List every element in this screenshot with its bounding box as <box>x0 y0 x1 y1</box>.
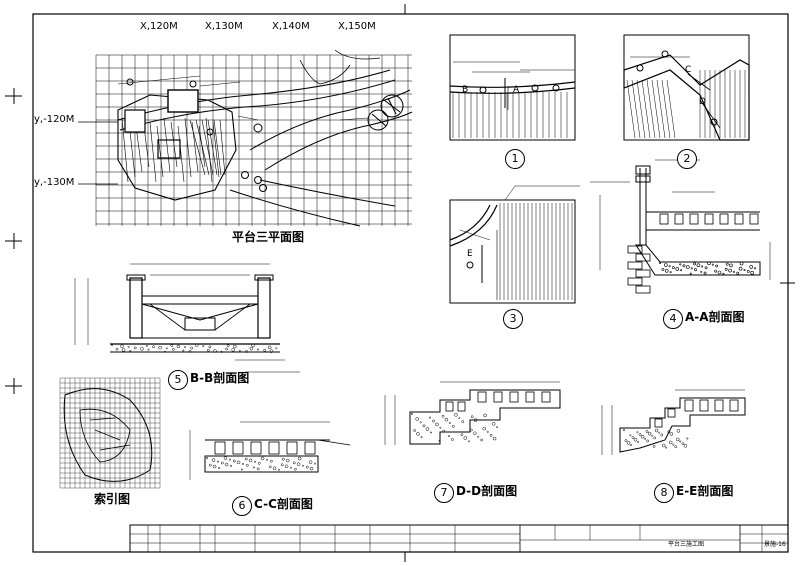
detail-6-section <box>189 371 351 480</box>
detail-title: D-D剖面图 <box>456 484 518 498</box>
section-mark-a: A <box>513 85 520 95</box>
detail-number: 6 <box>232 496 252 516</box>
detail-title: A-A剖面图 <box>685 310 745 324</box>
grid-x-label: X,120M <box>140 21 178 32</box>
section-mark-c: C <box>685 65 692 75</box>
detail-7-section <box>384 381 561 445</box>
grid-x-label: X,130M <box>205 21 243 32</box>
detail-number: 4 <box>663 309 683 329</box>
section-mark-b: B <box>462 85 469 95</box>
detail-title: C-C剖面图 <box>254 497 313 511</box>
index-map <box>59 377 161 489</box>
plan-title: 平台三平面图 <box>232 230 305 244</box>
detail-title: B-B剖面图 <box>190 371 250 385</box>
title-block-sheet-no: 景施-16 <box>764 541 786 548</box>
title-block <box>129 524 789 553</box>
grid-y-label: y,-130M <box>34 177 75 188</box>
grid-x-label: X,140M <box>272 21 310 32</box>
plan-view <box>78 49 413 227</box>
detail-1 <box>449 34 576 141</box>
road-edge <box>249 89 411 151</box>
detail-number: 1 <box>505 149 525 169</box>
pavilion <box>167 89 199 113</box>
title-block-project: 平台三施工图 <box>668 541 705 548</box>
detail-number: 3 <box>503 309 523 329</box>
path-curve <box>117 69 391 121</box>
detail-number: 7 <box>434 483 454 503</box>
detail-8-section <box>601 389 746 455</box>
detail-2 <box>623 34 750 141</box>
plan-grid <box>95 54 412 226</box>
detail-number: 2 <box>677 149 697 169</box>
detail-5-section <box>74 263 285 361</box>
detail-title: E-E剖面图 <box>676 484 734 498</box>
index-map-title: 索引图 <box>94 492 131 506</box>
tree-symbol <box>380 94 404 118</box>
section-mark-d: D <box>699 97 706 107</box>
grid-y-label: y,-120M <box>34 114 75 125</box>
detail-number: 8 <box>654 483 674 503</box>
detail-3 <box>449 185 580 304</box>
grid-x-label: X,150M <box>338 21 376 32</box>
detail-number: 5 <box>168 370 188 390</box>
section-mark-e: E <box>467 249 473 259</box>
